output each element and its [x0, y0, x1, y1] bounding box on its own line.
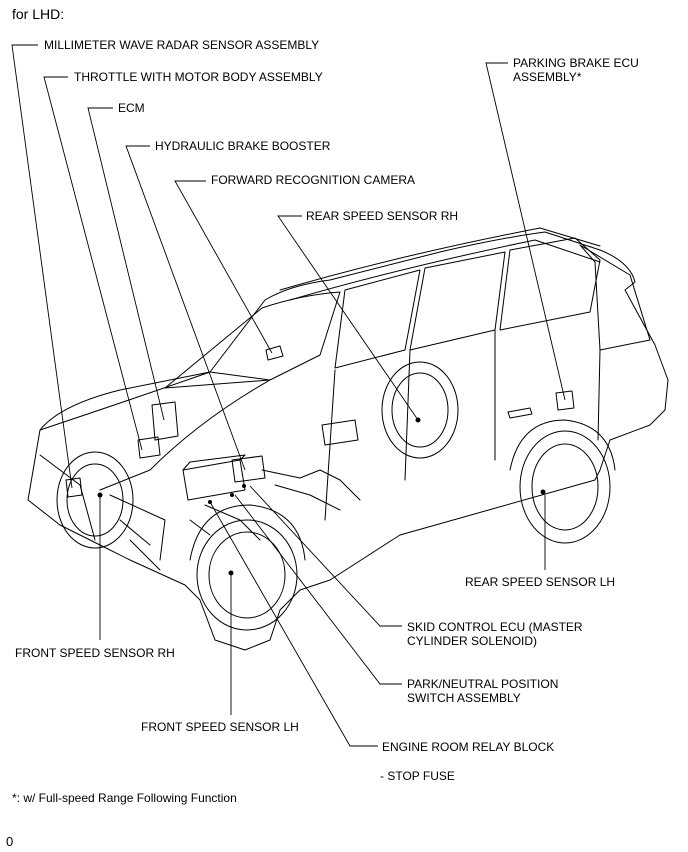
- label-front-speed-sensor-rh: FRONT SPEED SENSOR RH: [15, 646, 175, 660]
- label-forward-recognition-camera: FORWARD RECOGNITION CAMERA: [211, 173, 416, 187]
- front-left-wheel: [196, 519, 298, 631]
- leader-radar: [11, 44, 73, 489]
- leader-skid: [249, 485, 402, 627]
- front-right-wheel: [56, 451, 134, 549]
- brake-booster: [231, 455, 266, 483]
- leader-camera: [174, 180, 273, 354]
- leader-parking-brake: [485, 62, 566, 401]
- label-parking-brake-ecu-line2: ASSEMBLY*: [513, 70, 582, 84]
- label-ecm: ECM: [118, 101, 145, 115]
- label-park-neutral-line2: SWITCH ASSEMBLY: [407, 691, 521, 705]
- leader-brake-booster: [125, 145, 246, 471]
- label-engine-room-relay-block: ENGINE ROOM RELAY BLOCK: [382, 740, 555, 754]
- parking-brake-ecu-unit: [555, 390, 575, 411]
- camera-unit: [265, 345, 284, 361]
- label-skid-control-ecu-line2: CYLINDER SOLENOID): [407, 634, 538, 648]
- label-park-neutral-line1: PARK/NEUTRAL POSITION: [407, 677, 559, 691]
- relay-block: [182, 459, 246, 501]
- leader-throttle: [43, 76, 143, 451]
- label-rear-speed-sensor-rh: REAR SPEED SENSOR RH: [306, 209, 459, 223]
- windshield: [164, 291, 341, 389]
- rear-right-wheel: [381, 361, 459, 459]
- skid-control-mark: [242, 484, 246, 488]
- leader-ecm: [87, 107, 165, 421]
- radar-unit: [65, 477, 83, 498]
- header-text: for LHD:: [12, 6, 65, 22]
- rear-speed-sensor-lh-mark: [540, 489, 546, 495]
- vehicle-body-outline: [27, 231, 669, 651]
- leader-park-neutral: [234, 494, 402, 685]
- label-parking-brake-ecu-line1: PARKING BRAKE ECU: [513, 56, 639, 70]
- park-neutral-mark: [230, 493, 234, 497]
- label-stop-fuse: - STOP FUSE: [380, 769, 455, 783]
- label-skid-control-ecu-line1: SKID CONTROL ECU (MASTER: [407, 620, 583, 634]
- leader-rear-rh: [277, 215, 419, 421]
- rear-left-wheel: [519, 430, 611, 544]
- label-millimeter-wave-radar: MILLIMETER WAVE RADAR SENSOR ASSEMBLY: [44, 38, 320, 52]
- label-front-speed-sensor-lh: FRONT SPEED SENSOR LH: [141, 720, 299, 734]
- footnote: *: w/ Full-speed Range Following Functio…: [12, 791, 237, 805]
- label-throttle-motor-body: THROTTLE WITH MOTOR BODY ASSEMBLY: [74, 70, 323, 84]
- page-mark: 0: [6, 834, 14, 849]
- throttle-body: [137, 436, 161, 459]
- leader-relay-block: [209, 501, 378, 747]
- ecm-unit: [151, 401, 179, 441]
- label-hydraulic-brake-booster: HYDRAULIC BRAKE BOOSTER: [155, 139, 331, 153]
- label-rear-speed-sensor-lh: REAR SPEED SENSOR LH: [465, 575, 616, 589]
